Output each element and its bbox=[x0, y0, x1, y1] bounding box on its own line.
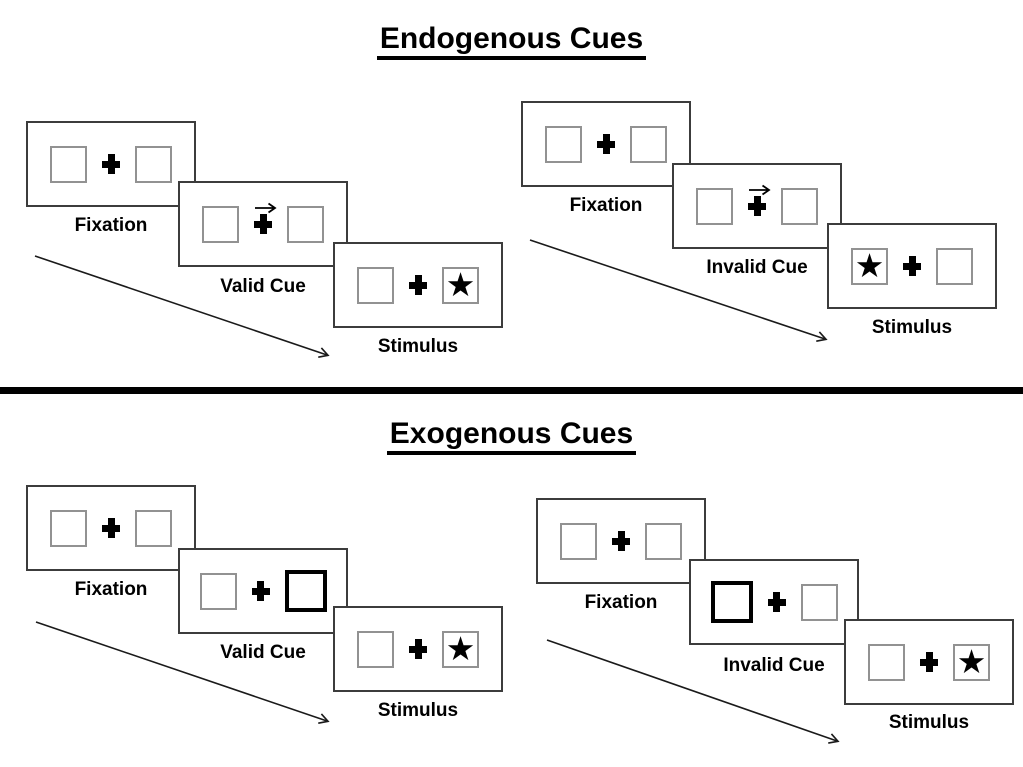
right-placeholder-box bbox=[135, 145, 172, 183]
left-placeholder-box bbox=[357, 266, 394, 304]
fixation-cross-icon bbox=[612, 531, 630, 551]
left-placeholder-box bbox=[545, 125, 582, 163]
panel-endogenous-invalid-fixation bbox=[521, 101, 691, 187]
fixation-cross-icon bbox=[767, 592, 786, 612]
right-placeholder-box bbox=[645, 522, 682, 560]
target-star-icon: ★ bbox=[445, 628, 476, 668]
fixation-cross-icon bbox=[102, 518, 120, 538]
exogenous-title-text: Exogenous Cues bbox=[386, 417, 637, 455]
panel-exogenous-invalid-stimulus: ★ bbox=[844, 619, 1014, 705]
left-placeholder-box bbox=[50, 509, 87, 547]
right-cue-highlight-box bbox=[284, 570, 327, 612]
panel-exogenous-valid-fixation bbox=[26, 485, 196, 571]
right-target-box: ★ bbox=[953, 641, 990, 681]
left-placeholder-box bbox=[50, 145, 87, 183]
panel-endogenous-valid-stimulus: ★ bbox=[333, 242, 503, 328]
fixation-cross-icon bbox=[102, 154, 120, 174]
target-star-icon: ★ bbox=[854, 245, 885, 285]
fixation-cross-icon bbox=[597, 134, 615, 154]
left-placeholder-box bbox=[199, 572, 237, 610]
panel-exogenous-invalid-fixation bbox=[536, 498, 706, 584]
cue-arrow-right-icon bbox=[749, 184, 771, 196]
time-arrow-exogenous-invalid bbox=[546, 639, 840, 744]
panel-endogenous-valid-fixation bbox=[26, 121, 196, 207]
panel-label-valid-cue: Valid Cue bbox=[220, 276, 306, 297]
right-placeholder-box bbox=[936, 247, 973, 285]
fixation-cross-icon bbox=[920, 652, 938, 672]
panel-exogenous-valid-cue bbox=[178, 548, 348, 634]
panel-label-fixation: Fixation bbox=[74, 215, 148, 236]
exogenous-section-title: Exogenous Cues bbox=[0, 417, 1023, 455]
target-star-icon: ★ bbox=[956, 641, 987, 681]
right-placeholder-box bbox=[781, 187, 818, 225]
panel-label-fixation: Fixation bbox=[74, 579, 148, 600]
panel-label-stimulus: Stimulus bbox=[377, 336, 459, 357]
right-target-box: ★ bbox=[442, 264, 479, 304]
fixation-cross-icon bbox=[254, 202, 277, 234]
panel-label-fixation: Fixation bbox=[584, 592, 658, 613]
panel-exogenous-invalid-cue bbox=[689, 559, 859, 645]
cue-arrow-right-icon bbox=[255, 202, 277, 214]
section-divider bbox=[0, 387, 1023, 394]
right-target-box: ★ bbox=[442, 628, 479, 668]
panel-endogenous-valid-cue bbox=[178, 181, 348, 267]
panel-exogenous-valid-stimulus: ★ bbox=[333, 606, 503, 692]
left-placeholder-box bbox=[696, 187, 733, 225]
panel-label-stimulus: Stimulus bbox=[888, 712, 970, 733]
fixation-cross-icon bbox=[409, 275, 427, 295]
panel-endogenous-invalid-cue bbox=[672, 163, 842, 249]
time-arrow-endogenous-invalid bbox=[529, 239, 828, 343]
right-placeholder-box bbox=[800, 583, 838, 621]
panel-label-stimulus: Stimulus bbox=[871, 317, 953, 338]
panel-label-valid-cue: Valid Cue bbox=[220, 642, 306, 663]
panel-label-fixation: Fixation bbox=[569, 195, 643, 216]
panel-endogenous-invalid-stimulus: ★ bbox=[827, 223, 997, 309]
left-placeholder-box bbox=[560, 522, 597, 560]
fixation-cross-icon bbox=[903, 256, 921, 276]
time-arrow-exogenous-valid bbox=[35, 621, 330, 724]
panel-label-invalid-cue: Invalid Cue bbox=[723, 655, 825, 676]
fixation-cross-icon bbox=[251, 581, 270, 601]
left-cue-highlight-box bbox=[710, 581, 753, 623]
right-placeholder-box bbox=[135, 509, 172, 547]
right-placeholder-box bbox=[630, 125, 667, 163]
fixation-cross-icon bbox=[748, 184, 771, 216]
right-placeholder-box bbox=[287, 205, 324, 243]
left-placeholder-box bbox=[868, 643, 905, 681]
target-star-icon: ★ bbox=[445, 264, 476, 304]
left-placeholder-box bbox=[357, 630, 394, 668]
endogenous-section-title: Endogenous Cues bbox=[0, 22, 1023, 60]
panel-label-stimulus: Stimulus bbox=[377, 700, 459, 721]
fixation-cross-icon bbox=[409, 639, 427, 659]
left-target-box: ★ bbox=[851, 245, 888, 285]
panel-label-invalid-cue: Invalid Cue bbox=[706, 257, 808, 278]
left-placeholder-box bbox=[202, 205, 239, 243]
endogenous-title-text: Endogenous Cues bbox=[376, 22, 647, 60]
time-arrow-endogenous-valid bbox=[34, 255, 330, 358]
